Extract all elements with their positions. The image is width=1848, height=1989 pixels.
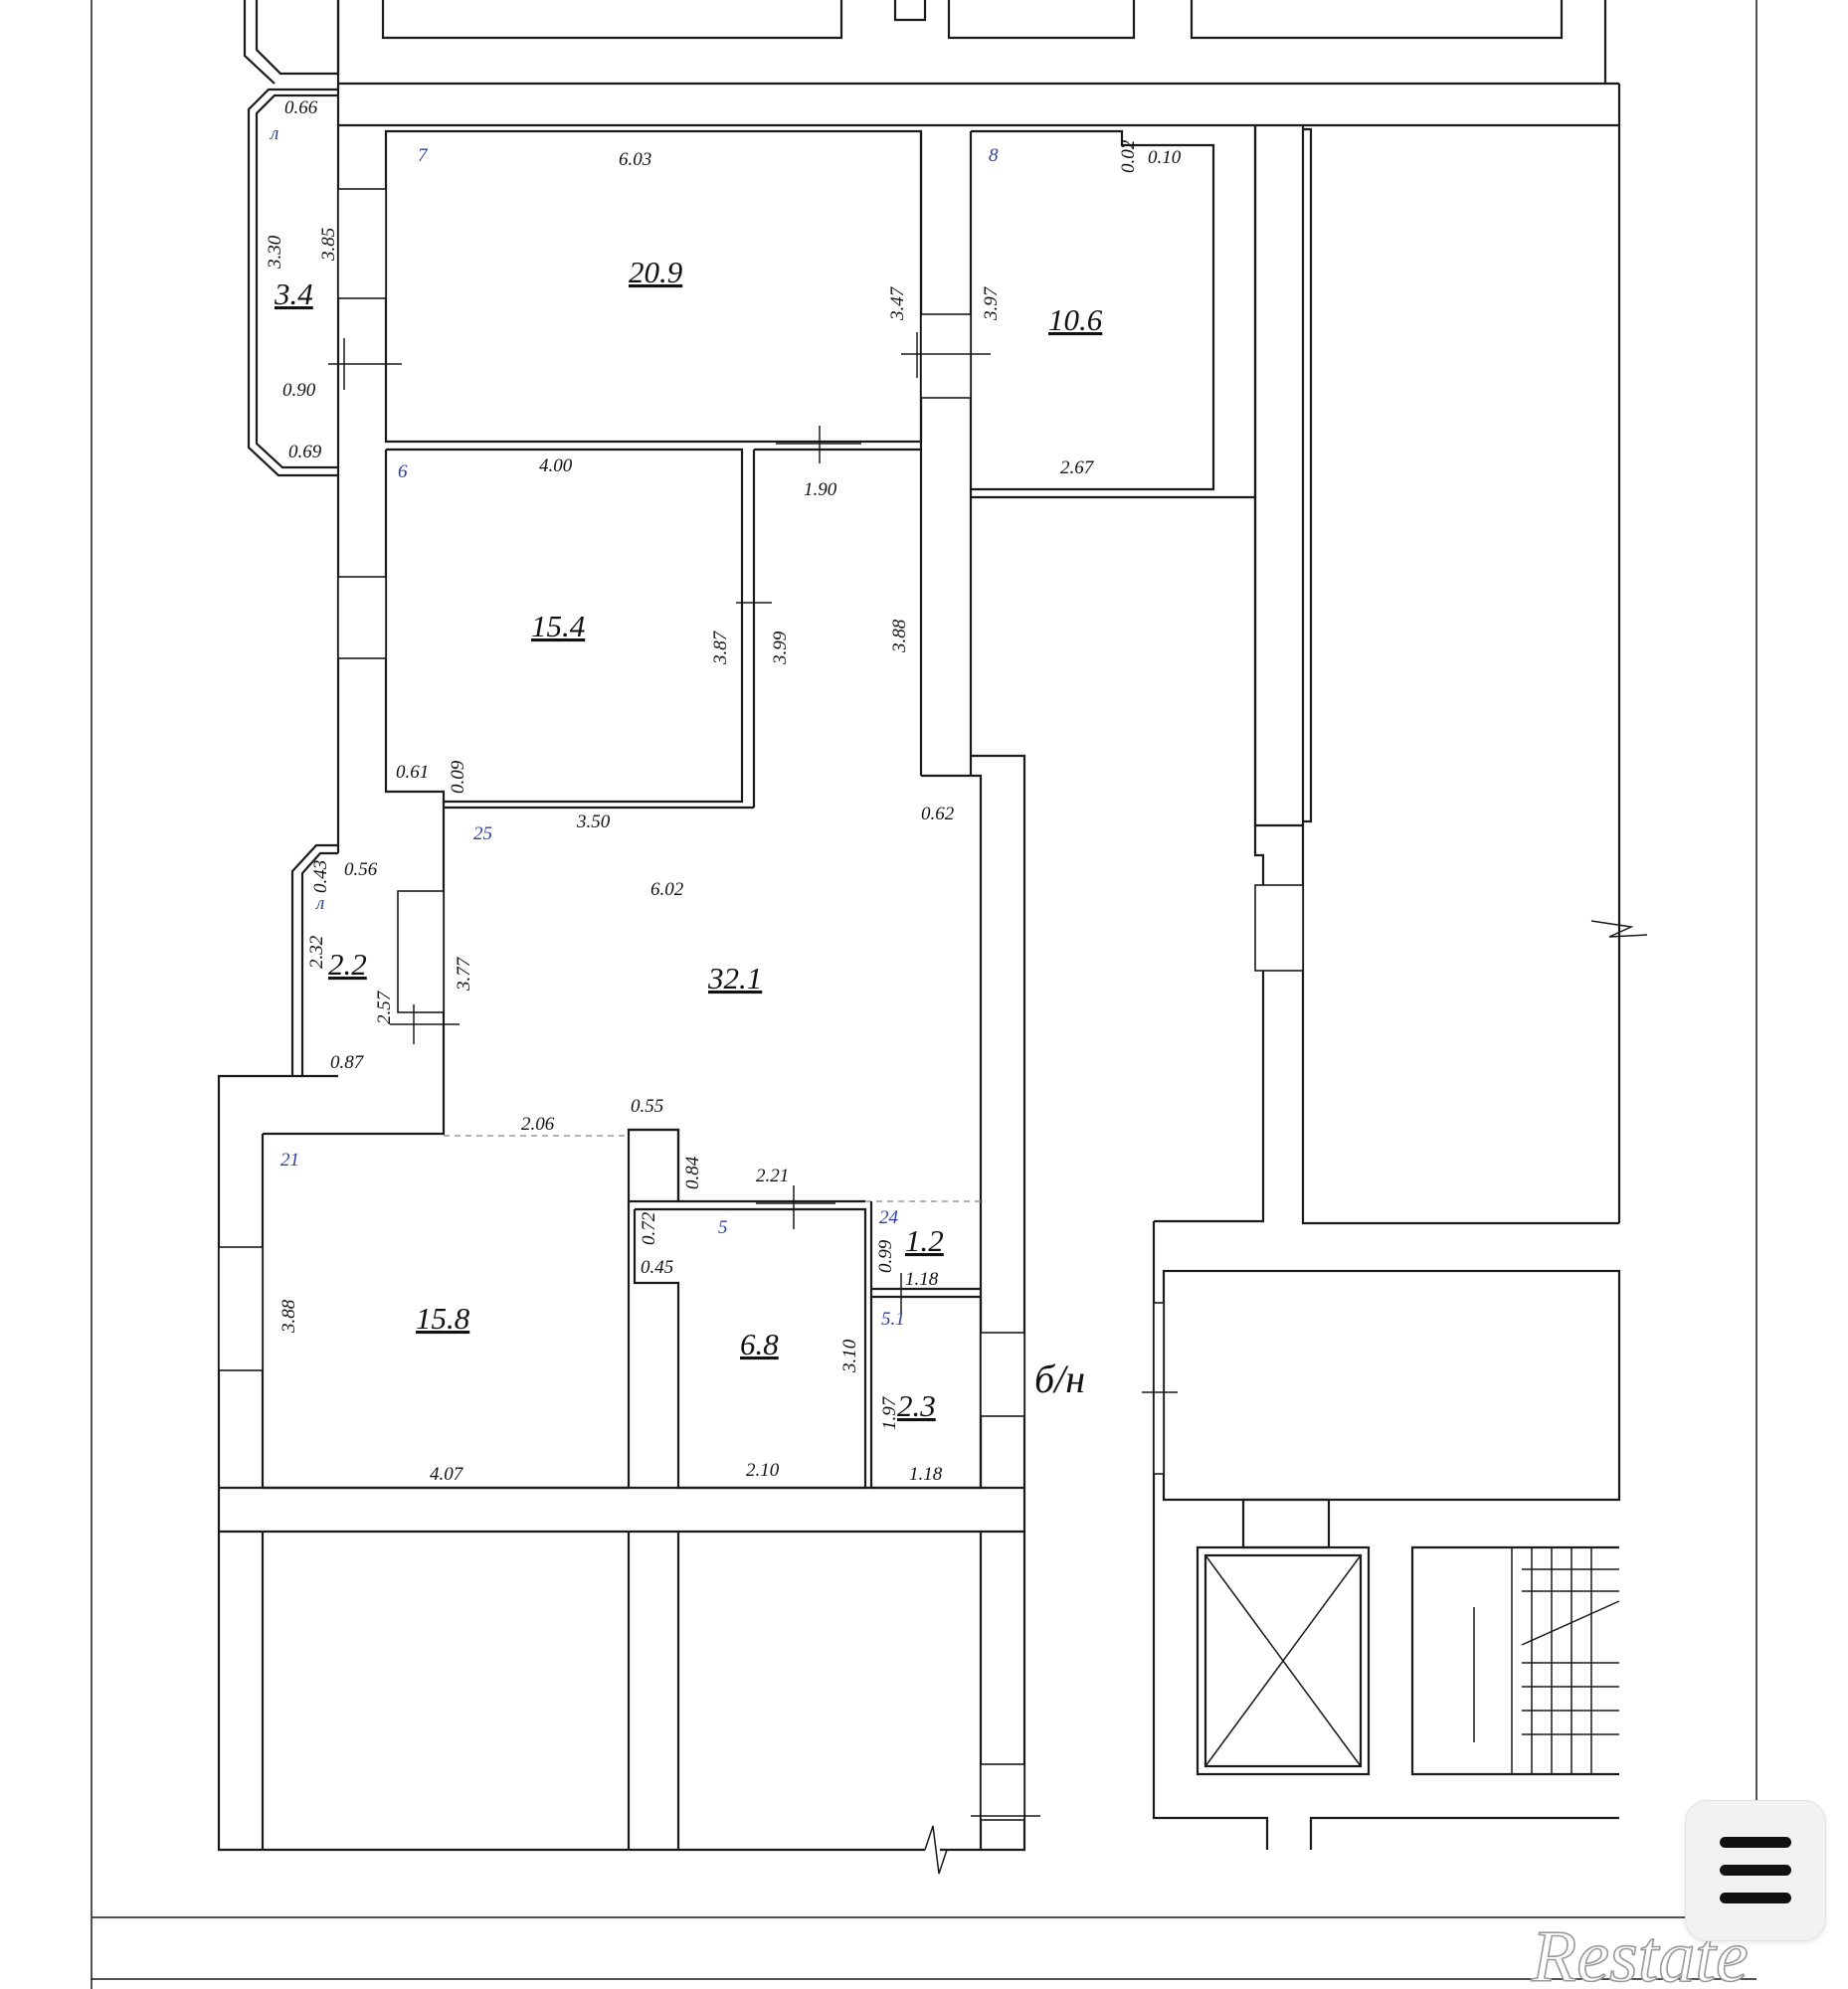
dimension-label: 2.32 bbox=[306, 935, 327, 969]
room-area-8: 10.6 bbox=[1048, 302, 1103, 337]
menu-bar bbox=[1720, 1893, 1791, 1903]
dimension-label: 2.10 bbox=[746, 1460, 780, 1481]
dimension-label: 0.87 bbox=[330, 1052, 365, 1073]
balcony-2-2 bbox=[290, 843, 445, 1076]
dimension-label: 3.30 bbox=[265, 235, 285, 270]
dimension-label: 0.62 bbox=[921, 804, 955, 824]
dimension-label: 0.66 bbox=[284, 97, 318, 118]
room-number-21: 21 bbox=[280, 1150, 299, 1171]
dimension-label: 1.90 bbox=[804, 479, 837, 500]
room-number-5: 5 bbox=[718, 1217, 728, 1238]
dimension-label: 0.69 bbox=[288, 442, 322, 462]
dimension-label: 2.57 bbox=[374, 990, 395, 1024]
room-area-5: 6.8 bbox=[740, 1327, 779, 1361]
room-number-7: 7 bbox=[418, 145, 429, 166]
dimension-label: 4.07 bbox=[430, 1464, 464, 1485]
outer-frame bbox=[91, 0, 1757, 1989]
dimension-label: 0.61 bbox=[396, 762, 429, 783]
room-number-6: 6 bbox=[398, 461, 408, 482]
lower-neighbor-units bbox=[219, 1486, 1024, 1850]
dimension-label: 0.09 bbox=[448, 760, 468, 794]
menu-bar bbox=[1720, 1837, 1791, 1848]
room-6 bbox=[384, 448, 921, 808]
dimension-label: 3.47 bbox=[887, 285, 908, 321]
dimension-label: 0.45 bbox=[641, 1257, 673, 1278]
dimension-label: 0.10 bbox=[1148, 147, 1182, 168]
dimension-label: 3.88 bbox=[278, 1299, 299, 1334]
dimension-label: 3.50 bbox=[576, 812, 611, 832]
dimension-label: 2.06 bbox=[521, 1114, 555, 1135]
room-number-8: 8 bbox=[989, 145, 999, 166]
dimension-label: 3.77 bbox=[454, 956, 474, 992]
menu-bar bbox=[1720, 1865, 1791, 1876]
dimension-label: 1.18 bbox=[905, 1269, 939, 1290]
room-area-balcony-2: 2.2 bbox=[328, 947, 367, 982]
room-area-21: 15.8 bbox=[416, 1301, 470, 1336]
dimension-label: 6.02 bbox=[650, 879, 684, 900]
room-area-balcony-1: 3.4 bbox=[274, 276, 313, 311]
door-marks bbox=[328, 332, 1178, 1817]
dimension-label: 3.85 bbox=[318, 228, 339, 262]
dimension-label: 1.97 bbox=[879, 1395, 900, 1430]
balcony-3-4 bbox=[247, 88, 338, 477]
dimension-label: 3.99 bbox=[770, 631, 791, 665]
dimension-label: 3.97 bbox=[981, 285, 1002, 321]
dimension-label: 0.72 bbox=[639, 1211, 659, 1245]
room-number-balcony-2: л bbox=[315, 893, 324, 914]
room-number-25: 25 bbox=[473, 823, 492, 844]
dimension-label: 3.10 bbox=[839, 1339, 860, 1373]
windows bbox=[218, 188, 1304, 1821]
dimension-label: 3.87 bbox=[710, 630, 731, 665]
stair-block bbox=[1152, 1221, 1621, 1850]
dimension-label: 0.84 bbox=[682, 1156, 703, 1189]
dimension-label: 3.88 bbox=[889, 619, 910, 653]
room-8 bbox=[919, 129, 1215, 776]
room-number-24: 24 bbox=[879, 1207, 899, 1228]
dimension-label: 0.90 bbox=[282, 380, 316, 401]
top-neighbor-units bbox=[243, 0, 1619, 86]
corridor-walls bbox=[921, 125, 1619, 1532]
corridor-label: б/н bbox=[1034, 1356, 1085, 1401]
dimension-label: 2.67 bbox=[1060, 457, 1095, 478]
room-area-24: 1.2 bbox=[905, 1223, 944, 1258]
dimension-label: 0.56 bbox=[344, 859, 378, 880]
room-area-5-1: 2.3 bbox=[897, 1388, 936, 1423]
room-number-balcony-1: л bbox=[270, 123, 278, 144]
break-marks bbox=[924, 920, 1648, 1875]
dimension-label: 0.43 bbox=[310, 860, 331, 893]
dimension-label: 0.02 bbox=[1118, 139, 1139, 173]
dimension-label: 0.99 bbox=[875, 1239, 896, 1273]
dimension-label: 2.21 bbox=[756, 1166, 789, 1186]
dimension-label: 4.00 bbox=[539, 455, 573, 476]
dimension-label: 6.03 bbox=[619, 149, 651, 170]
room-area-7: 20.9 bbox=[629, 255, 682, 289]
room-area-6: 15.4 bbox=[531, 609, 585, 643]
hamburger-menu-icon[interactable] bbox=[1685, 1800, 1826, 1941]
dimension-label: 1.18 bbox=[909, 1464, 943, 1485]
room-21 bbox=[261, 1128, 680, 1490]
room-number-5-1: 5.1 bbox=[881, 1309, 905, 1330]
room-area-25: 32.1 bbox=[707, 961, 762, 995]
dimension-label: 0.55 bbox=[631, 1096, 663, 1117]
